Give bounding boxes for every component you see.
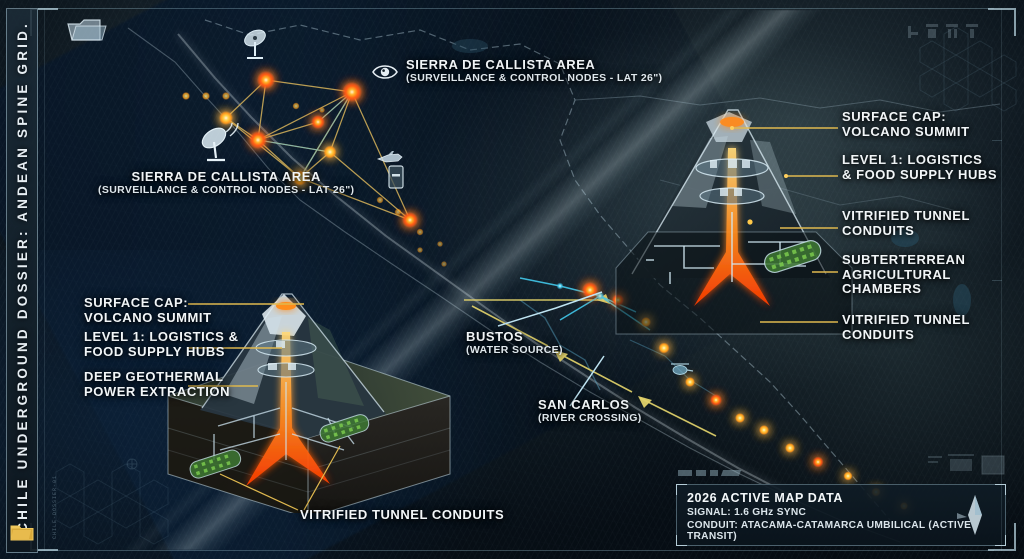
callout-conduits-right-upper: VITRIFIED TUNNEL CONDUITS: [842, 208, 970, 238]
callout-level1-right: LEVEL 1: LOGISTICS & FOOD SUPPLY HUBS: [842, 152, 998, 182]
callout-geothermal-left: DEEP GEOTHERMAL POWER EXTRACTION: [84, 369, 231, 399]
hud-glyph-marks-bottom: [928, 454, 1005, 475]
hud-glyph-marks-top: [908, 24, 978, 38]
panel-tick-marks: [678, 470, 742, 476]
callout-conduits-right-lower: VITRIFIED TUNNEL CONDUITS: [842, 312, 970, 342]
volcano-cutaway-left: [167, 293, 451, 513]
label-sierra-de-callista-west: SIERRA DE CALLISTA AREA (SURVEILLANCE & …: [98, 169, 355, 196]
folder-icon[interactable]: [10, 522, 34, 542]
dossier-title: CHILE UNDERGROUND DOSSIER: ANDEAN SPINE …: [14, 21, 30, 533]
tablet-device-icon[interactable]: [386, 164, 406, 190]
label-bustos: BUSTOS (WATER SOURCE): [466, 329, 563, 356]
active-map-data-panel: 2026 ACTIVE MAP DATA SIGNAL: 1.6 GHz SYN…: [676, 484, 1006, 546]
label-sierra-de-callista-north: SIERRA DE CALLISTA AREA (SURVEILLANCE & …: [406, 57, 663, 84]
callout-agricultural-chambers: SUBTERTERREAN AGRICULTURAL CHAMBERS: [842, 252, 966, 297]
dossier-spine-bar: CHILE UNDERGROUND DOSSIER: ANDEAN SPINE …: [6, 8, 38, 553]
label-san-carlos: SAN CARLOS (RIVER CROSSING): [538, 397, 642, 424]
hex-grid-decoration-top: [919, 26, 1017, 112]
satellite-dish-icon[interactable]: [238, 26, 274, 60]
caption-vitrified-tunnel-conduits: VITRIFIED TUNNEL CONDUITS: [300, 507, 505, 522]
panel-title: 2026 ACTIVE MAP DATA: [687, 491, 844, 505]
panel-conduit-row: CONDUIT: ATACAMA-CATAMARCA UMBILICAL (AC…: [687, 520, 972, 542]
folder-tray-icon[interactable]: [66, 12, 108, 46]
compass-diamond-icon: [957, 495, 982, 535]
helicopter-icon[interactable]: [668, 360, 694, 378]
hex-grid-decoration-bottom: [55, 458, 169, 545]
panel-signal-row: SIGNAL: 1.6 GHz SYNC: [687, 507, 807, 518]
callout-level1-left: LEVEL 1: LOGISTICS & FOOD SUPPLY HUBS: [84, 329, 239, 359]
radar-dish-icon[interactable]: [196, 120, 242, 162]
callout-surface-cap-right: SURFACE CAP: VOLCANO SUMMIT: [842, 109, 970, 139]
microtext-left: CHILE-DOSSIER-01: [52, 474, 58, 539]
aircraft-icon[interactable]: [376, 150, 404, 166]
callout-surface-cap-left: SURFACE CAP: VOLCANO SUMMIT: [84, 295, 212, 325]
volcano-cutaway-right: [615, 109, 853, 335]
eye-icon: [372, 65, 398, 79]
